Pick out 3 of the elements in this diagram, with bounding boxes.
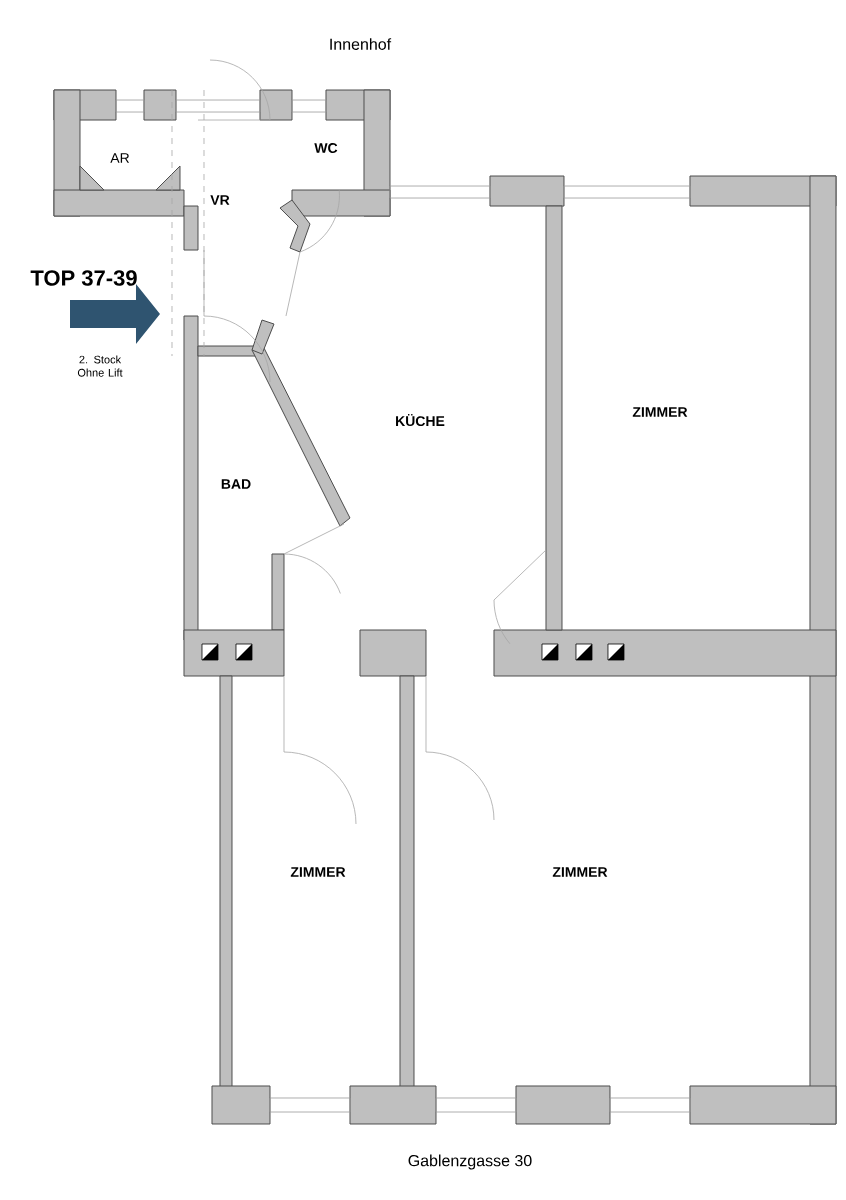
- street-label: Gablenzgasse 30: [408, 1154, 532, 1170]
- place-label: Innenhof: [330, 38, 392, 50]
- entrance-label: TOP 37-39: [30, 270, 137, 286]
